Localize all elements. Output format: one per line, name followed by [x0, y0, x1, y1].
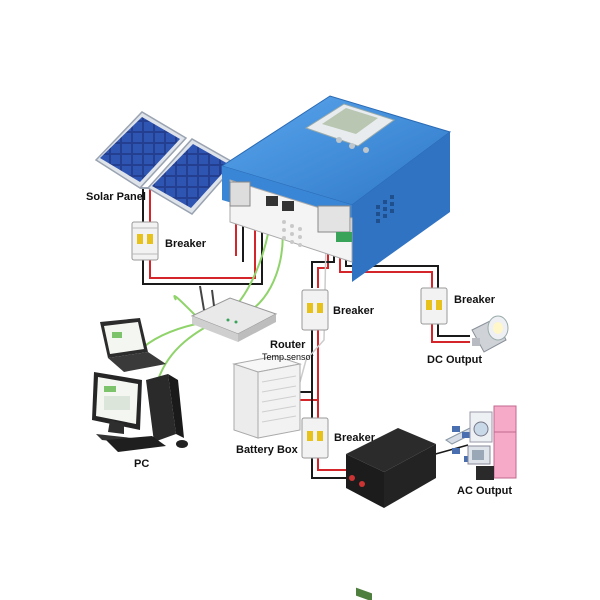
dc-output-label: DC Output: [427, 354, 482, 366]
pc-label: PC: [134, 458, 150, 470]
battery-box-label: Battery Box: [236, 444, 298, 456]
breaker-2-device: [301, 289, 329, 331]
router-label: Router: [270, 339, 306, 351]
breaker-2-label: Breaker: [333, 305, 374, 317]
breaker-3-label: Breaker: [454, 294, 495, 306]
breaker-1-label: Breaker: [165, 238, 206, 250]
ac-output-appliances: [445, 405, 517, 480]
laptop-device: [100, 318, 166, 372]
ac-output-label: AC Output: [457, 485, 512, 497]
dc-output-lamp: [471, 315, 509, 353]
solar-panel-label: Solar Panel: [86, 191, 146, 203]
solar-panel-illustration: [94, 111, 238, 215]
charge-controller-device: [220, 95, 452, 282]
breaker-4-device: [301, 417, 329, 459]
temp-sensor-label: Temp.sensor: [262, 352, 314, 362]
inverter-device: [346, 428, 436, 600]
breaker-1-device: [131, 221, 159, 261]
breaker-4-label: Breaker: [334, 432, 375, 444]
battery-box-device: [232, 355, 302, 439]
router-device: [190, 285, 278, 342]
desktop-pc-device: [92, 372, 188, 452]
breaker-3-device: [420, 287, 448, 325]
